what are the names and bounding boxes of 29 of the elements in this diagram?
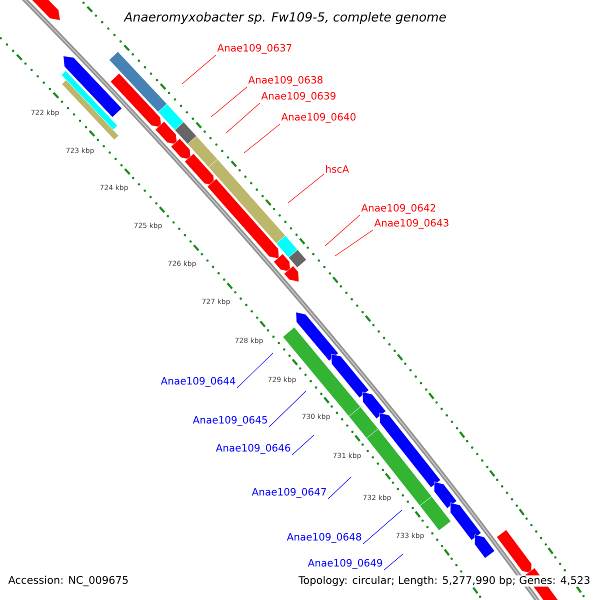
- gene-label: Anae109_0643: [374, 219, 448, 229]
- gene-label: Anae109_0639: [261, 92, 336, 102]
- title: Anaeromyxobacter sp. Fw109-5, complete genome: [124, 12, 446, 24]
- leader-line: [244, 124, 280, 154]
- genome-info-text: Topology: circular; Length: 5,277,990 bp; Genes: 4,523: [298, 575, 591, 587]
- leader-line: [210, 86, 248, 118]
- gene-label: Anae109_0637: [217, 44, 292, 54]
- gene-label: Anae109_0648: [286, 533, 362, 543]
- gene-label: Anae109_0642: [361, 204, 436, 214]
- gene-label: hscA: [326, 165, 350, 173]
- gene-label: Anae109_0640: [281, 113, 356, 123]
- leader-line: [292, 434, 314, 456]
- leader-line: [324, 214, 360, 246]
- leader-line: [182, 54, 216, 84]
- gene-label: Anae109_0647: [252, 488, 326, 498]
- leader-line: [236, 352, 274, 388]
- leader-line: [288, 174, 324, 204]
- gene-label: Anae109_0645: [192, 416, 267, 426]
- gene-label: Anae109_0646: [216, 444, 290, 454]
- leader-line: [384, 554, 404, 570]
- gene-label: Anae109_0638: [248, 76, 322, 86]
- leader-line: [226, 102, 260, 134]
- leader-line: [362, 510, 402, 544]
- accession-text: Accession: NC_009675: [8, 576, 128, 586]
- gene-label: Anae109_0644: [160, 377, 236, 387]
- leader-line: [334, 230, 374, 256]
- leader-line: [268, 390, 306, 428]
- leader-line: [328, 476, 352, 500]
- gene-label: Anae109_0649: [308, 559, 382, 569]
